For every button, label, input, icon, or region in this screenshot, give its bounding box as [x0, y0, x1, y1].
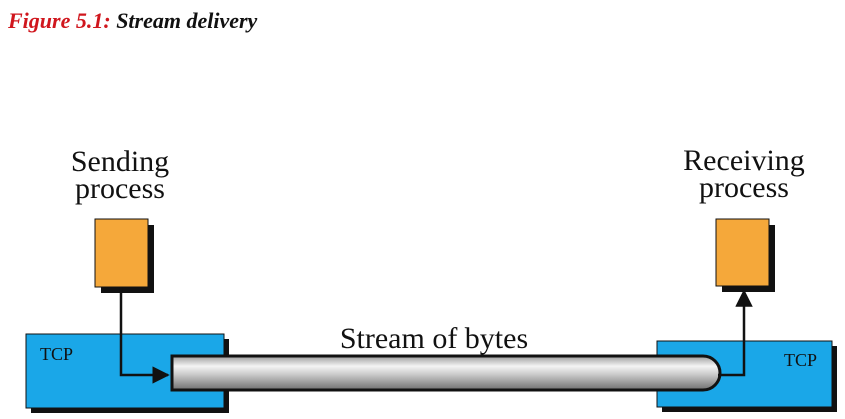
sending-process-label-line2: process [75, 172, 165, 205]
byte-stream-pipe [170, 354, 722, 392]
figure-title: Stream delivery [116, 8, 258, 33]
receiving-tcp-label: TCP [784, 350, 817, 370]
stream-of-bytes-label: Stream of bytes [340, 322, 528, 355]
send-arrow [119, 287, 170, 384]
sending-process-label-line1: Sending [71, 145, 169, 178]
receiving-process-label-line2: process [699, 171, 789, 204]
figure-caption: Figure 5.1: Stream delivery [8, 8, 257, 34]
sending-tcp-label: TCP [40, 344, 73, 364]
sending-process-box [94, 218, 149, 288]
receiving-process-box [715, 218, 770, 287]
receiving-process-label-line1: Receiving [683, 144, 805, 177]
figure-number: Figure 5.1: [8, 8, 111, 33]
receive-arrow [718, 289, 753, 377]
